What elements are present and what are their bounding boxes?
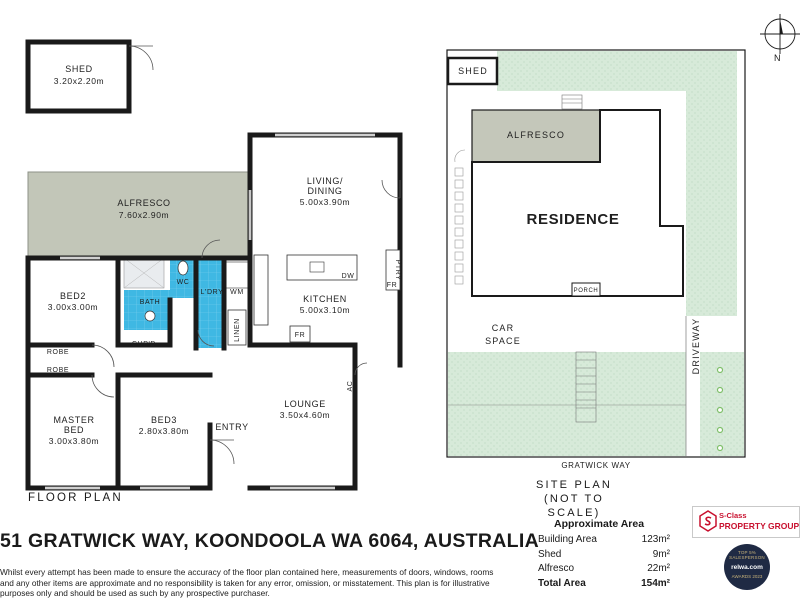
bed3-name: BED3	[151, 415, 177, 425]
shed-room: SHED 3.20x2.20m	[25, 39, 154, 114]
wm-name: WM	[230, 289, 244, 296]
master-name-2: BED	[64, 425, 84, 435]
property-address: 51 GRATWICK WAY, KOONDOOLA WA 6064, AUST…	[0, 530, 539, 552]
fr1-label: FR	[387, 282, 398, 289]
street-label: GRATWICK WAY	[561, 461, 630, 470]
car-label-2: SPACE	[485, 336, 521, 346]
lounge-dims: 3.50x4.60m	[280, 410, 330, 420]
north-compass-icon	[760, 14, 800, 54]
shed-name: SHED	[65, 64, 92, 74]
linen-name: LINEN	[234, 318, 241, 342]
car-label-1: CAR	[492, 323, 515, 333]
lawn-front	[448, 352, 686, 456]
linen-cupboard	[227, 309, 247, 346]
disclaimer-text: Whilst every attempt has been made to en…	[0, 567, 494, 598]
pantry	[385, 249, 401, 291]
compass-north-label: N	[774, 53, 781, 63]
garden-edging	[454, 149, 466, 285]
basin-icon	[144, 310, 156, 322]
fr2-label: FR	[295, 332, 306, 339]
living-name-2: DINING	[307, 186, 342, 196]
area-total-label: Total Area	[538, 577, 586, 589]
site-plan: SHED ALFRESCO RESIDENCE PORCH CAR SPACE …	[446, 49, 746, 470]
dw-label: DW	[342, 273, 355, 280]
laundry-tiles	[198, 258, 224, 348]
living-name-1: LIVING/	[307, 176, 343, 186]
area-row-value: 22m²	[647, 563, 670, 574]
site-alfresco	[471, 109, 601, 163]
area-row: Building Area 123m²	[538, 533, 670, 548]
floor-plan-title: FLOOR PLAN	[28, 492, 123, 504]
area-row-value: 9m²	[652, 548, 670, 560]
site-plan-title: SITE PLAN (NOT TO SCALE)	[524, 478, 624, 520]
cupd-name: CUP'D	[132, 341, 156, 348]
agency-logo: S-Class PROPERTY GROUP	[692, 506, 800, 538]
area-row: Shed 9m²	[538, 548, 670, 563]
area-total-value: 154m²	[641, 577, 670, 589]
doors	[91, 179, 401, 465]
shed-dims: 3.20x2.20m	[54, 76, 104, 86]
area-row-label: Alfresco	[538, 563, 575, 574]
shrubs	[716, 366, 724, 452]
area-total-row: Total Area 154m²	[538, 577, 670, 592]
area-row-value: 123m²	[641, 534, 670, 545]
agency-name-line2: PROPERTY GROUP	[719, 521, 800, 531]
site-plan-title-line1: SITE PLAN	[535, 479, 613, 491]
site-shed	[446, 56, 499, 86]
alfresco-area: ALFRESCO 7.60x2.90m	[27, 171, 251, 257]
sink-icon	[309, 261, 325, 273]
site-plan-title-line2: (NOT TO SCALE)	[543, 493, 605, 519]
residence-label: RESIDENCE	[527, 211, 620, 228]
bath-tiles	[124, 290, 170, 330]
award-badge-year: AWARDS 2023	[731, 574, 763, 579]
toilet-icon	[177, 260, 189, 276]
agency-name-line1: S-Class	[719, 511, 747, 520]
robe1-name: ROBE	[47, 349, 69, 356]
alfresco-dims: 7.60x2.90m	[119, 210, 169, 220]
bed3-dims: 2.80x3.80m	[139, 426, 189, 436]
ac-label: AC	[347, 381, 354, 392]
porch	[571, 282, 601, 297]
site-alfresco-label: ALFRESCO	[507, 130, 565, 140]
wc-name: WC	[177, 279, 190, 286]
lawn-verge	[700, 352, 744, 456]
kitchen-name: KITCHEN	[303, 294, 347, 304]
master-dims: 3.00x3.80m	[49, 436, 99, 446]
ptry-label: PTRY	[394, 260, 401, 281]
kitchen-island	[286, 254, 358, 281]
lounge-name: LOUNGE	[284, 399, 326, 409]
area-row-label: Shed	[538, 548, 562, 560]
robe2-name: ROBE	[47, 367, 69, 374]
floor-plan: SHED 3.20x2.20m ALFRESCO 7.60x2.90m	[25, 39, 403, 491]
lawn-top	[497, 51, 737, 91]
kitchen-bench	[253, 254, 269, 326]
bed2-name: BED2	[60, 291, 86, 301]
area-summary-title: Approximate Area	[554, 518, 645, 530]
fridge-recess	[289, 325, 311, 343]
porch-label: PORCH	[574, 288, 599, 294]
award-badge-arc-text: TOP 5% SALESPERSON	[729, 550, 765, 560]
laundry-name: L'DRY	[201, 289, 224, 296]
living-dims: 5.00x3.90m	[300, 197, 350, 207]
area-row: Alfresco 22m²	[538, 562, 670, 577]
alfresco-name: ALFRESCO	[117, 198, 170, 208]
kitchen-dims: 5.00x3.10m	[300, 305, 350, 315]
driveway-label: DRIVEWAY	[691, 318, 701, 375]
bed2-dims: 3.00x3.00m	[48, 302, 98, 312]
area-row-label: Building Area	[538, 534, 597, 545]
residence-footprint	[471, 109, 684, 297]
lawn-right	[686, 91, 737, 316]
entry-name: ENTRY	[215, 422, 248, 432]
area-summary: Approximate Area Building Area 123m² She…	[538, 518, 670, 591]
washing-machine-icon	[225, 261, 249, 289]
window-glass	[45, 134, 375, 489]
master-name-1: MASTER	[53, 415, 94, 425]
bath-name: BATH	[140, 299, 161, 306]
award-badge: TOP 5% SALESPERSON relwa.com AWARDS 2023	[724, 544, 770, 590]
agency-logo-mark-icon	[699, 510, 717, 532]
steps	[561, 94, 597, 423]
award-badge-brand: relwa.com	[731, 564, 763, 571]
site-shed-label: SHED	[458, 66, 488, 76]
